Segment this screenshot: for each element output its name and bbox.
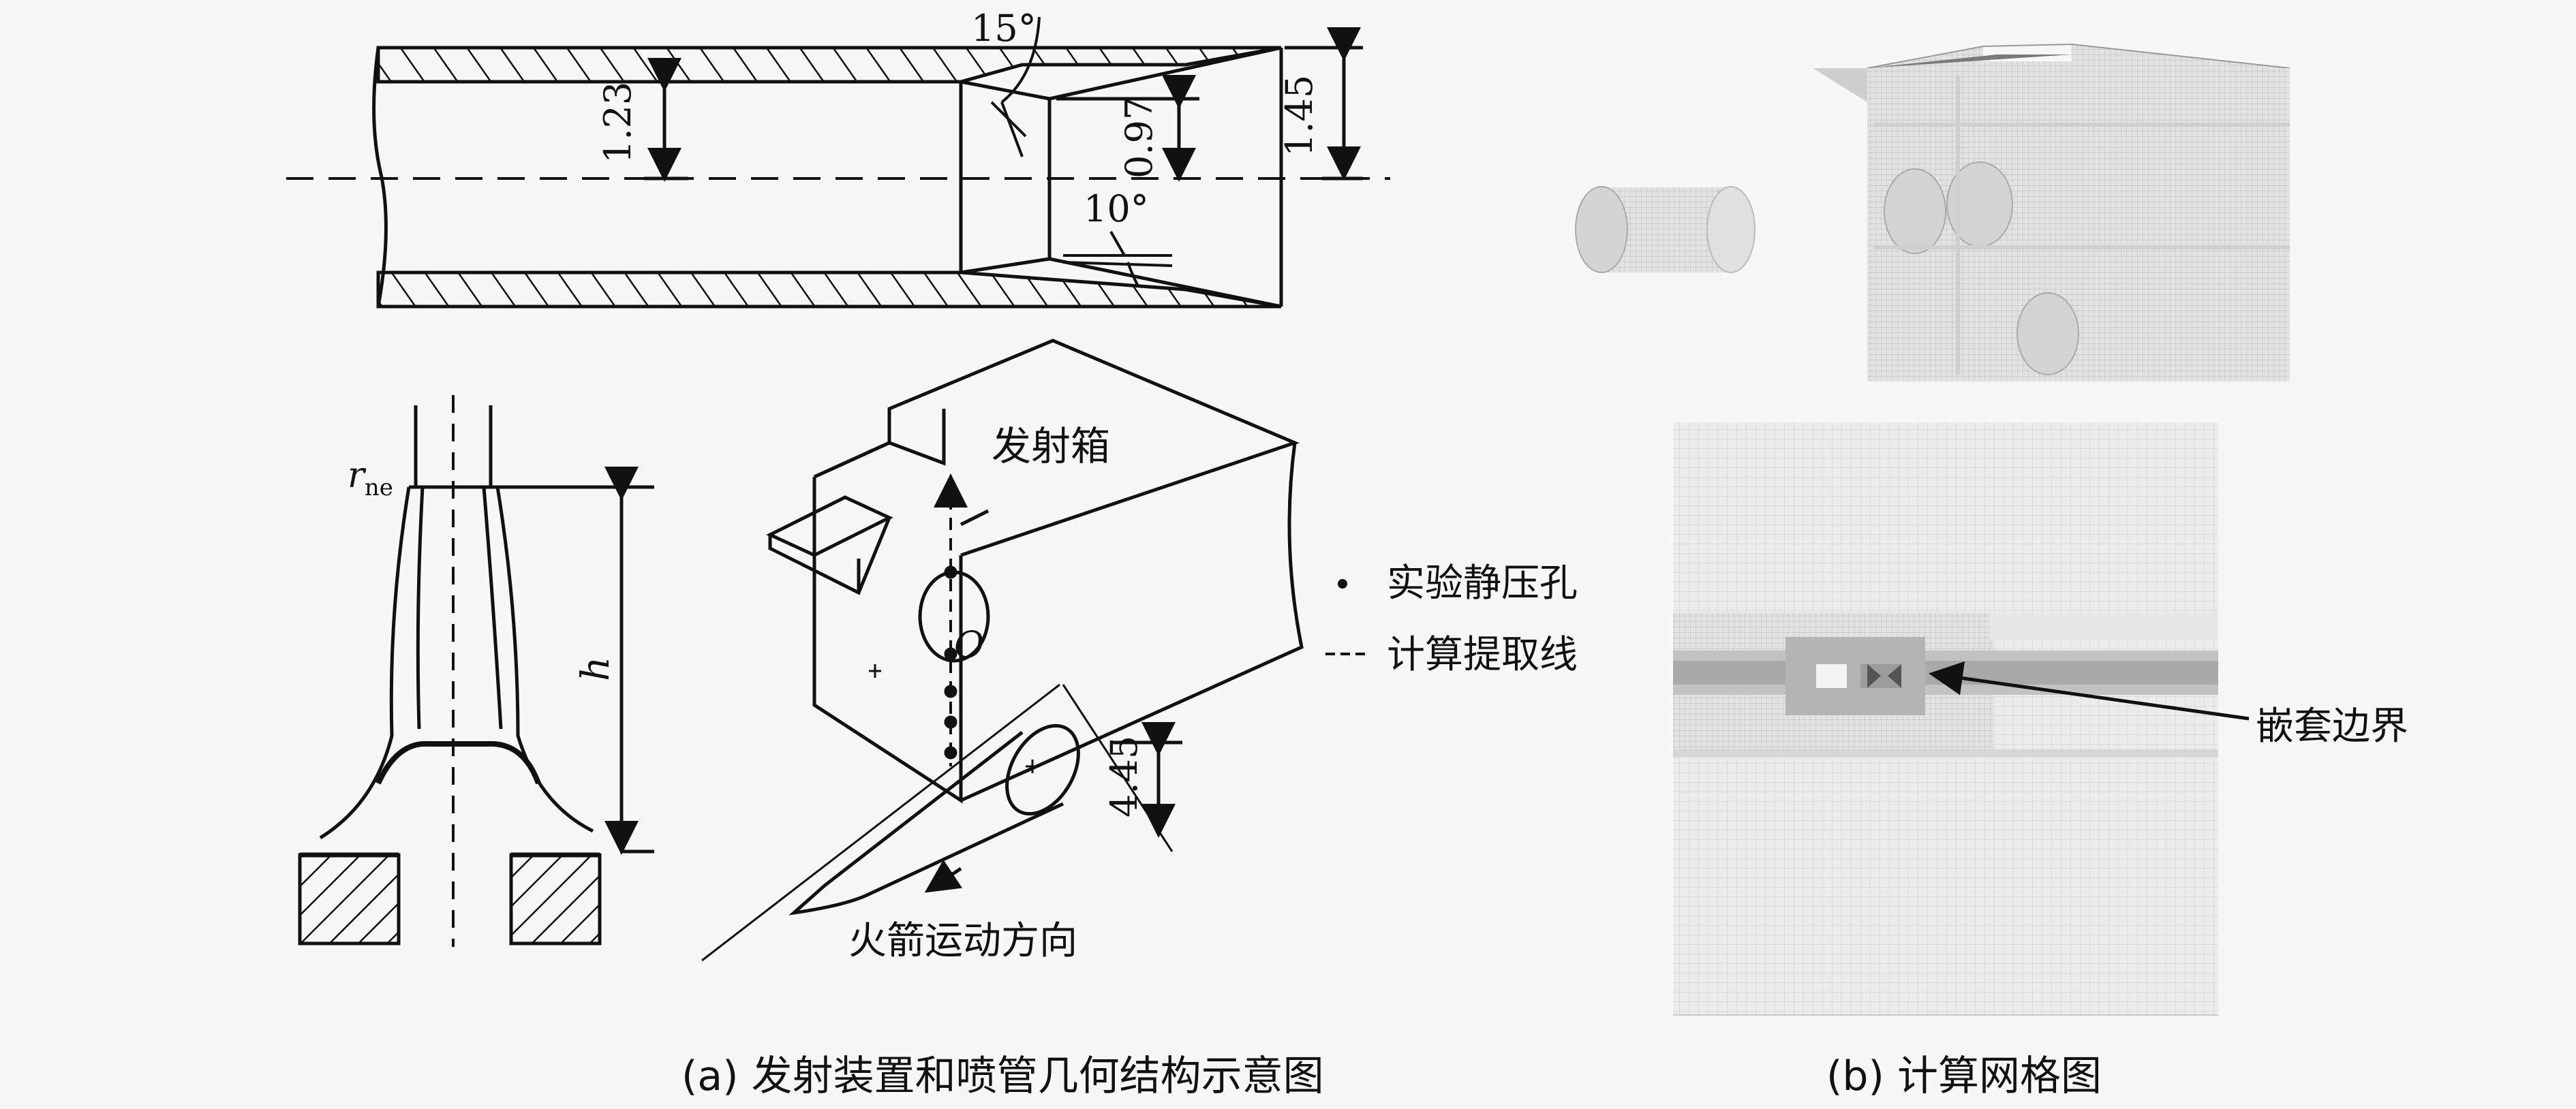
nested-boundary-arrow (1929, 661, 2250, 721)
dim-left-label: 1.23 (596, 82, 639, 163)
mesh-2d (1673, 422, 2218, 1016)
dim-1-45 (1285, 27, 1363, 181)
angle-10-marker (1062, 231, 1173, 287)
origin-label: O (954, 623, 984, 666)
launch-dim-label: 4.45 (1103, 736, 1146, 817)
caption-b: (b) 计算网格图 (1826, 1052, 2102, 1100)
nozzle-profile (298, 395, 654, 947)
legend-extract-line: 计算提取线 (1387, 633, 1578, 677)
dim-mid-label: 0.97 (1118, 97, 1161, 178)
dim-1-23 (644, 58, 688, 182)
mesh-cylinder (1575, 186, 1755, 273)
angle-top-label: 15° (971, 7, 1037, 50)
direction-label: 火箭运动方向 (848, 919, 1077, 963)
dim-0-97 (1056, 75, 1199, 182)
nozzle-section (286, 46, 1390, 309)
mesh-box (1813, 43, 2290, 381)
angle-15-marker (990, 16, 1041, 157)
legend-dot-marker (1338, 579, 1347, 589)
legend: 实验静压孔 计算提取线 (1325, 561, 1578, 677)
legend-static-hole: 实验静压孔 (1387, 561, 1578, 606)
launch-box (701, 339, 1304, 962)
angle-bottom-label: 10° (1084, 187, 1149, 230)
radius-label: rne (348, 455, 393, 501)
height-label: h (574, 657, 618, 681)
launch-box-title: 发射箱 (992, 423, 1110, 469)
caption-a: (a) 发射装置和喷管几何结构示意图 (681, 1052, 1324, 1100)
dim-right-label: 1.45 (1278, 75, 1321, 157)
nested-boundary-label: 嵌套边界 (2256, 704, 2408, 749)
